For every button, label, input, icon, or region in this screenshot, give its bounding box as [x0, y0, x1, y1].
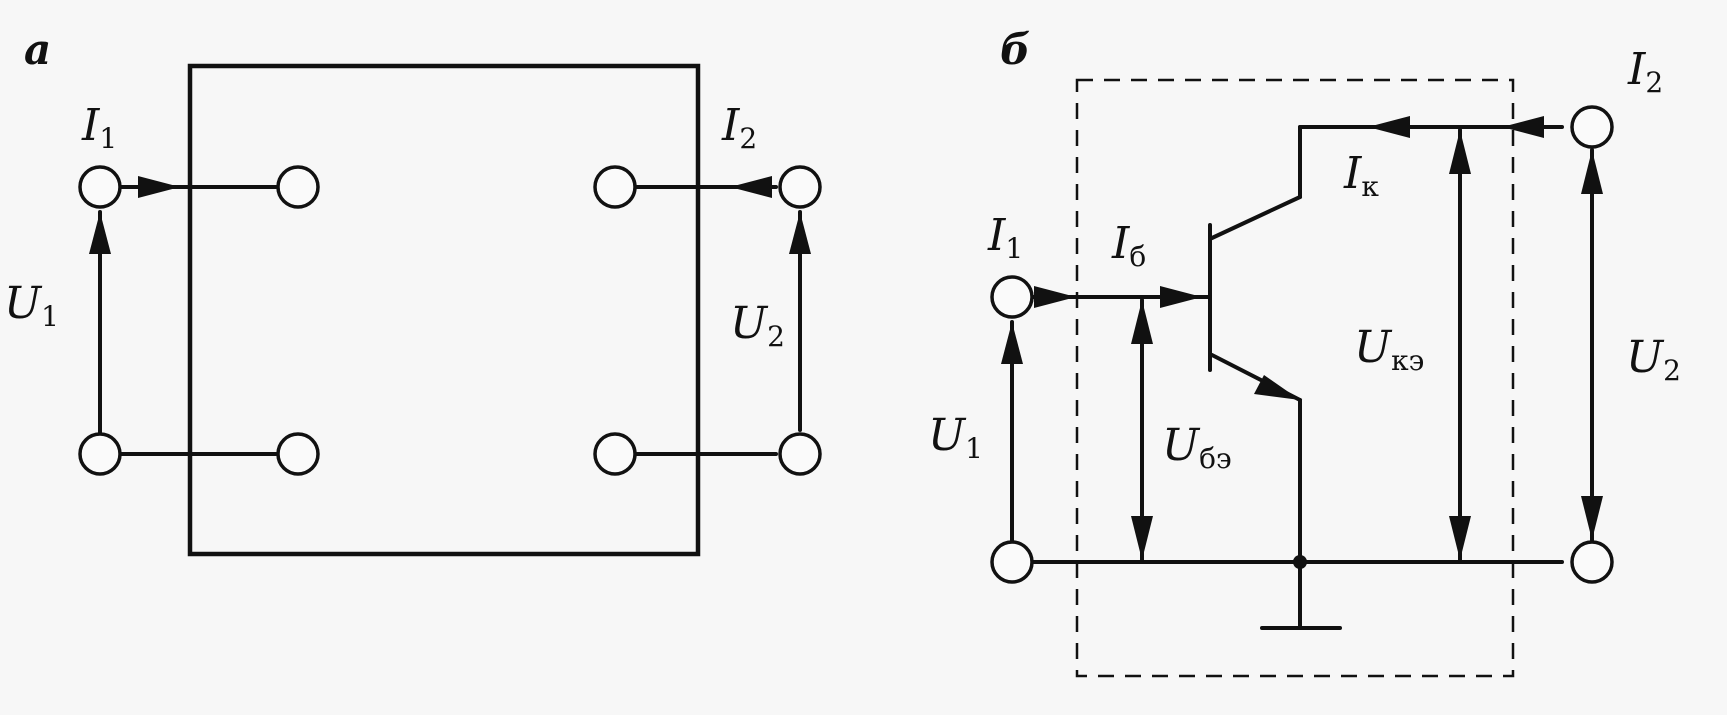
- terminal-in-bottom: [78, 432, 122, 476]
- two-port-box: [187, 63, 701, 557]
- panel-b: б: [928, 25, 1681, 678]
- label-a-i1: I1: [81, 100, 117, 155]
- ube-arrow-bottom: [1131, 516, 1153, 560]
- emitter-arrow: [1254, 375, 1300, 400]
- label-b-i1: I1: [987, 210, 1023, 265]
- terminal-b-in-top: [990, 275, 1034, 319]
- i1-arrow-b: [1034, 286, 1076, 308]
- label-b-ik: Iк: [1343, 148, 1379, 203]
- panel-b-letter: б: [1000, 25, 1030, 74]
- ik-arrow: [1368, 116, 1410, 138]
- u1-arrow: [89, 212, 111, 254]
- label-b-ib: Iб: [1111, 218, 1146, 273]
- label-b-uke: Uкэ: [1354, 322, 1424, 377]
- terminal-in-top: [78, 165, 122, 209]
- terminal-out-bottom: [778, 432, 822, 476]
- panel-a: а I1 I2 U1 U2: [4, 25, 822, 557]
- port-inner-in-bottom: [276, 432, 320, 476]
- transistor-collector-lead: [1210, 195, 1302, 240]
- i2-arrow: [730, 176, 772, 198]
- i1-arrow: [138, 176, 180, 198]
- transistor-enclosure: [1075, 78, 1515, 678]
- port-inner-in-top: [276, 165, 320, 209]
- u2-arrow-bottom-b: [1581, 496, 1603, 540]
- terminal-b-out-bottom: [1570, 540, 1614, 584]
- ube-arrow-top: [1131, 300, 1153, 344]
- label-b-i2: I2: [1627, 44, 1663, 99]
- i2-arrow-b: [1502, 116, 1544, 138]
- label-b-ube: Uбэ: [1162, 420, 1232, 475]
- terminal-b-in-bottom: [990, 540, 1034, 584]
- u1-arrow-b: [1001, 322, 1023, 364]
- label-a-u1: U1: [4, 278, 59, 333]
- uke-arrow-top: [1449, 130, 1471, 174]
- ib-arrow: [1160, 286, 1202, 308]
- label-a-u2: U2: [730, 298, 785, 353]
- terminal-b-out-top: [1570, 105, 1614, 149]
- panel-a-letter: а: [24, 25, 51, 74]
- port-inner-out-bottom: [593, 432, 637, 476]
- label-a-i2: I2: [721, 100, 757, 155]
- u2-arrow: [789, 212, 811, 254]
- u2-arrow-top-b: [1581, 150, 1603, 194]
- port-inner-out-top: [593, 165, 637, 209]
- uke-arrow-bottom: [1449, 516, 1471, 560]
- label-b-u2: U2: [1626, 332, 1681, 387]
- label-b-u1: U1: [928, 410, 983, 465]
- terminal-out-top: [778, 165, 822, 209]
